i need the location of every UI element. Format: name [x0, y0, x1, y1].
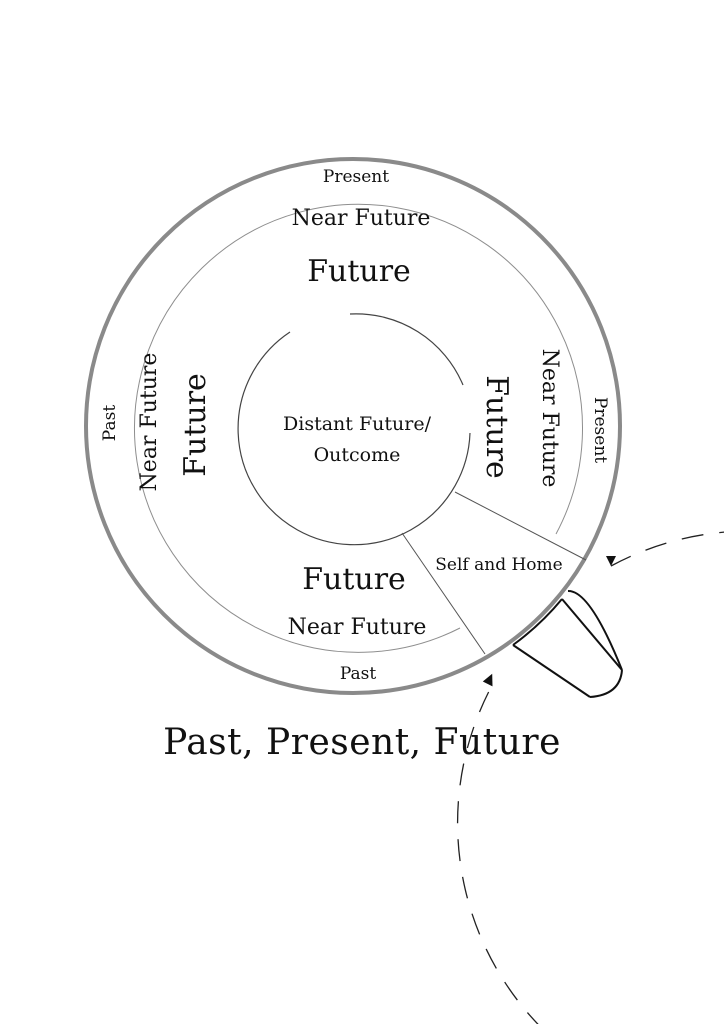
label-near-future-right: Near Future: [537, 349, 562, 488]
diagram-title: Past, Present, Future: [163, 722, 561, 763]
inner-circle: [349, 313, 464, 386]
label-past-left: Past: [100, 405, 120, 442]
near-future-ring: [134, 203, 583, 653]
label-present-top: Present: [323, 167, 389, 187]
label-future-right: Future: [479, 375, 514, 479]
label-past-bottom: Past: [340, 664, 377, 684]
label-center-line2: Outcome: [314, 444, 401, 466]
label-future-left: Future: [178, 373, 213, 477]
label-self-and-home: Self and Home: [435, 555, 562, 575]
arrowhead-right-icon: [606, 556, 616, 566]
label-center-line1: Distant Future/: [283, 413, 432, 435]
label-future-bottom: Future: [302, 562, 406, 597]
label-near-future-top: Near Future: [292, 206, 431, 231]
label-future-top: Future: [307, 254, 411, 289]
wedge-line-lower: [401, 532, 486, 655]
inner-circle: [237, 331, 471, 546]
teacup-handle-icon: [512, 589, 623, 698]
label-present-right: Present: [590, 397, 610, 463]
arrowhead-bottom-icon: [482, 673, 493, 687]
outer-dashed-ring: [456, 531, 724, 1024]
label-near-future-bottom: Near Future: [288, 615, 427, 640]
wedge-line-upper: [454, 491, 587, 561]
label-near-future-left: Near Future: [137, 353, 162, 492]
cup-rim-ring: [84, 157, 622, 695]
